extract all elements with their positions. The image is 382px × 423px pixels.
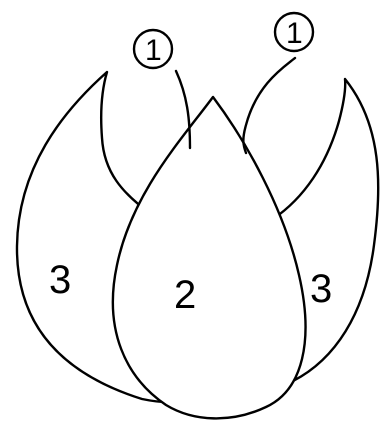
- right-callout-label: 1: [286, 17, 303, 50]
- left-petal-label: 3: [49, 258, 71, 302]
- right-petal-label: 3: [310, 267, 332, 311]
- right-callout-line: [243, 58, 295, 153]
- center-petal: [113, 97, 306, 418]
- left-callout-label: 1: [145, 34, 162, 67]
- center-petal-label: 2: [174, 273, 196, 317]
